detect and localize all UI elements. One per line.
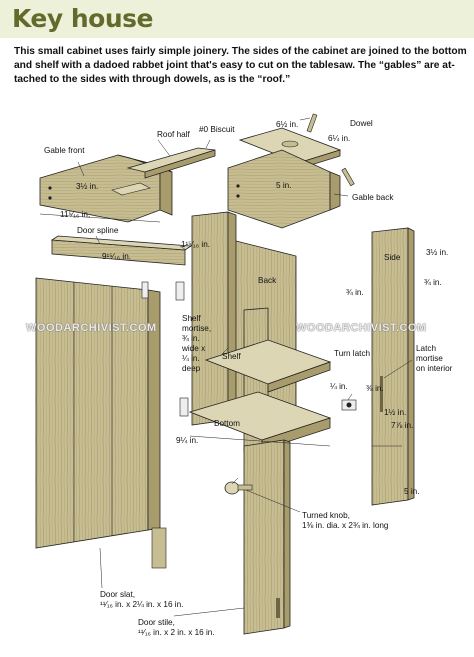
label-dim-3-5-gable: 3½ in. <box>76 182 99 191</box>
label-dim-1-15: 1¹⁵⁄₁₆ in. <box>181 240 211 249</box>
leader-lines <box>39 117 413 617</box>
label-bottom: Bottom <box>214 419 240 428</box>
label-turn-latch: Turn latch <box>334 349 371 358</box>
label-dim-0-375: ⅜ in. <box>366 384 384 393</box>
side-panel-right <box>371 227 415 506</box>
label-latch-mortise-3: on interior <box>416 364 453 373</box>
label-dim-5-side: 5 in. <box>404 487 420 496</box>
label-dim-6-5: 6½ in. <box>276 120 299 129</box>
label-latch-mortise-2: mortise <box>416 354 443 363</box>
watermark-right: WOODARCHIVIST.COM <box>296 322 427 334</box>
page-title: Key house <box>12 4 154 33</box>
label-door-stile-2: ¹¹⁄₁₆ in. x 2 in. x 16 in. <box>138 628 215 637</box>
turn-latch <box>341 399 357 411</box>
label-gable-back: Gable back <box>352 193 394 202</box>
dowel-icons <box>306 113 355 187</box>
label-roof-half: Roof half <box>157 130 190 139</box>
hinge-icons <box>141 281 189 417</box>
label-shelf-mortise-4: wide x <box>182 344 206 353</box>
label-dim-11-5: 11⁵⁄₁₆ in. <box>60 210 91 219</box>
label-biscuit: #0 Biscuit <box>199 125 235 134</box>
label-dim-0-75-side: ¾ in. <box>424 278 442 287</box>
label-shelf: Shelf <box>222 352 241 361</box>
label-back: Back <box>258 276 277 285</box>
label-shelf-mortise-3: ¾ in. <box>182 334 200 343</box>
intro-text: This small cabinet uses fairly simple jo… <box>14 45 467 87</box>
label-door-spline: Door spline <box>77 226 119 235</box>
watermark-left: WOODARCHIVIST.COM <box>26 322 157 334</box>
shelf-board <box>204 339 332 393</box>
label-dowel: Dowel <box>350 119 373 128</box>
gable-front <box>39 154 173 223</box>
label-shelf-mortise-6: deep <box>182 364 201 373</box>
gable-back <box>227 149 341 229</box>
label-gable-front: Gable front <box>44 146 85 155</box>
label-dim-5-gable: 5 in. <box>276 181 292 190</box>
title-bar <box>0 0 474 38</box>
label-door-slat-2: ¹¹⁄₁₆ in. x 2¼ in. x 16 in. <box>100 600 184 609</box>
door-stile <box>243 439 291 635</box>
turned-knob <box>224 481 253 495</box>
label-dim-3-5-side: 3½ in. <box>426 248 449 257</box>
intro-line-3: tached to the sides with through dowels,… <box>14 74 291 85</box>
label-latch-mortise-1: Latch <box>416 344 437 353</box>
label-dim-6-25: 6¼ in. <box>328 134 351 143</box>
door-spline <box>50 235 193 266</box>
label-knob-1: Turned knob, <box>302 511 350 520</box>
label-side: Side <box>384 253 401 262</box>
label-door-stile-1: Door stile, <box>138 618 175 627</box>
label-shelf-mortise-2: mortise, <box>182 324 212 333</box>
door <box>35 277 167 569</box>
label-dim-9-15: 9¹⁵⁄₁₆ in. <box>102 252 132 261</box>
label-knob-2: 1⅜ in. dia. x 2¾ in. long <box>302 521 389 530</box>
label-dim-0-25: ¼ in. <box>330 382 348 391</box>
label-dim-0-75-back: ¾ in. <box>346 288 364 297</box>
label-dim-1-5: 1½ in. <box>384 408 407 417</box>
roof-half <box>126 147 216 179</box>
label-dim-9-25: 9¼ in. <box>176 436 199 445</box>
label-dim-7-875: 7⅞ in. <box>391 421 414 430</box>
label-shelf-mortise-1: Shelf <box>182 314 201 323</box>
label-door-slat-1: Door slat, <box>100 590 136 599</box>
label-shelf-mortise-5: ¼ in. <box>182 354 200 363</box>
intro-line-1: This small cabinet uses fairly simple jo… <box>14 46 467 57</box>
intro-line-2: and shelf with a dadoed rabbet joint tha… <box>14 60 455 71</box>
